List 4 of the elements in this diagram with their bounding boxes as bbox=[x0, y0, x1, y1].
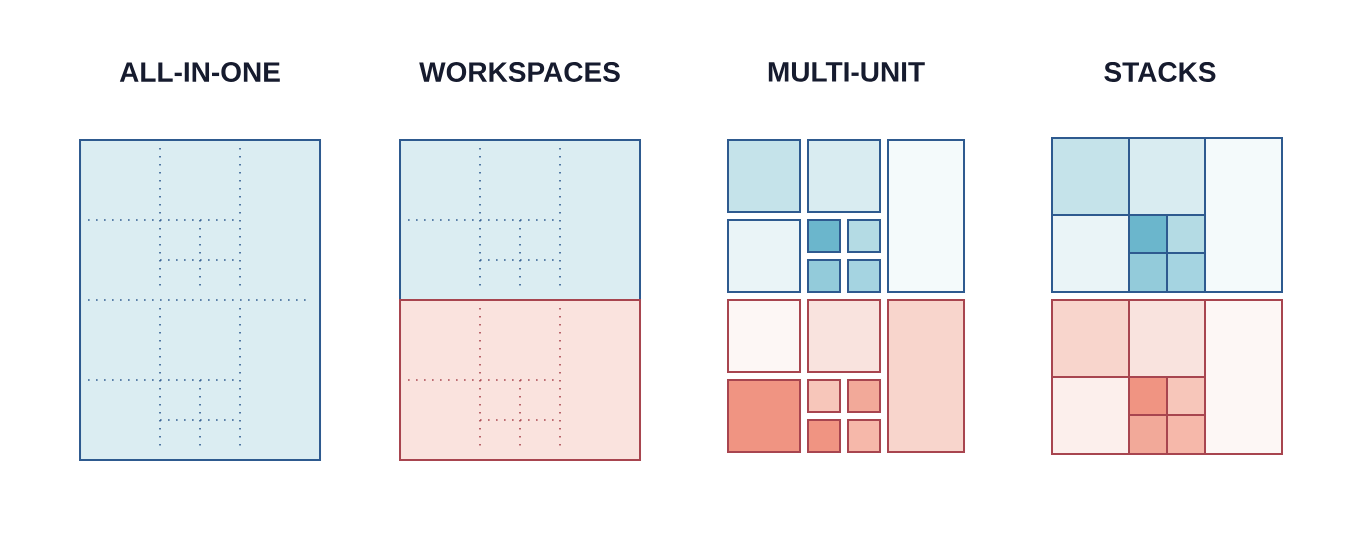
panel-title: ALL-IN-ONE bbox=[119, 62, 280, 82]
panel-title: STACKS bbox=[1104, 62, 1216, 82]
panel-title: MULTI-UNIT bbox=[768, 62, 925, 82]
panel-title: WORKSPACES bbox=[419, 62, 620, 82]
